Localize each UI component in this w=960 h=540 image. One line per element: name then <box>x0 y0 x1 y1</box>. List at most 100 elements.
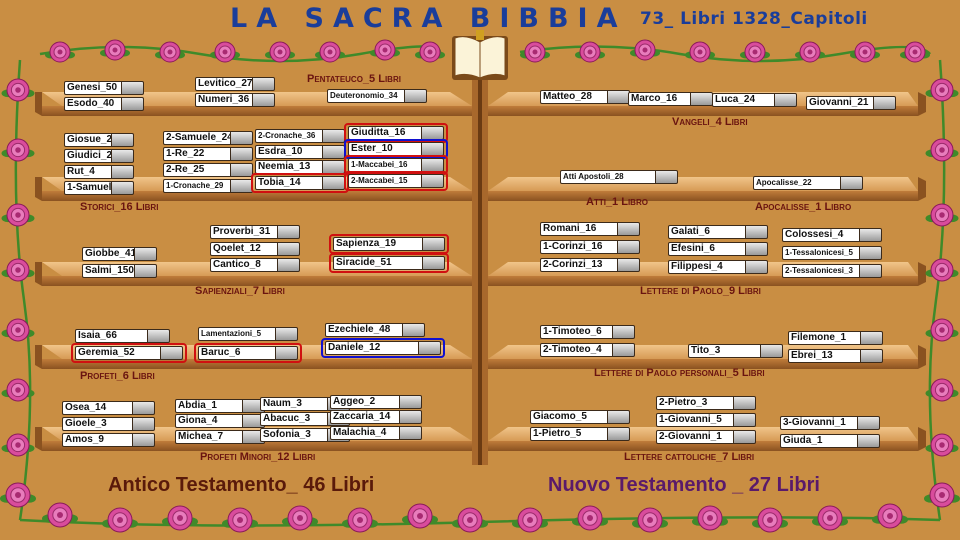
book-pages <box>276 346 298 360</box>
shelf-front <box>488 106 918 116</box>
book-abdia-1: Abdia_1 <box>175 399 265 413</box>
book-esdra-10: Esdra_10 <box>255 145 345 159</box>
book-pages <box>253 93 275 107</box>
book-2-tessalonicesi-3: 2-Tessalonicesi_3 <box>782 264 882 278</box>
book-label: 1-Samuele_31 <box>64 181 112 195</box>
book-pages <box>422 126 444 140</box>
book-pages <box>323 129 345 143</box>
book-label: 1-Giovanni_5 <box>656 413 734 427</box>
book-pages <box>608 427 630 441</box>
book-galati-6: Galati_6 <box>668 225 768 239</box>
book-giovanni-21: Giovanni_21 <box>806 96 896 110</box>
rose-icon <box>925 203 959 227</box>
book-osea-14: Osea_14 <box>62 401 155 415</box>
rose-icon <box>740 41 770 63</box>
book-pages <box>423 237 445 251</box>
book-2-timoteo-4: 2-Timoteo_4 <box>540 343 635 357</box>
shelf-side <box>35 177 42 201</box>
book-amos-9: Amos_9 <box>62 433 155 447</box>
book-pages <box>608 90 630 104</box>
book-pages <box>422 158 444 172</box>
book-numeri-36: Numeri_36 <box>195 93 275 107</box>
shelf-side <box>918 92 926 116</box>
rose-icon <box>925 258 959 282</box>
rose-icon <box>42 502 78 528</box>
category-profeti: Profeti_6 Libri <box>80 370 155 382</box>
rose-icon <box>812 505 848 531</box>
book-pages <box>422 142 444 156</box>
book-giona-4: Giona_4 <box>175 414 265 428</box>
book-label: 2-Corinzi_13 <box>540 258 618 272</box>
book-pages <box>860 264 882 278</box>
book-filemone-1: Filemone_1 <box>788 331 883 345</box>
shelf-front <box>42 106 472 116</box>
rose-icon <box>162 505 198 531</box>
book-label: Giuditta_16 <box>348 126 422 140</box>
book-label: Ebrei_13 <box>788 349 861 363</box>
old-testament-title: Antico Testamento_ 46 Libri <box>108 474 375 496</box>
book-pages <box>858 434 880 448</box>
book-label: Filippesi_4 <box>668 260 746 274</box>
book-levitico-27: Levitico_27 <box>195 77 275 91</box>
category-lettere-cattoliche: Lettere cattoliche_7 Libri <box>624 451 755 463</box>
book-label: 2-Maccabei_15 <box>348 174 422 188</box>
book-label: 1-Timoteo_6 <box>540 325 613 339</box>
book-label: Rut_4 <box>64 165 112 179</box>
book-1-cronache-29: 1-Cronache_29 <box>163 179 253 193</box>
book-isaia-66: Isaia_66 <box>75 329 170 343</box>
shelf-front <box>488 276 918 286</box>
page-title: LA SACRA BIBBIA <box>230 3 627 34</box>
book-pages <box>278 225 300 239</box>
book-giobbe-41: Giobbe_41 <box>82 247 157 261</box>
book-pages <box>112 133 134 147</box>
rose-icon <box>155 41 185 63</box>
rose-icon <box>872 503 908 529</box>
book-michea-7: Michea_7 <box>175 430 265 444</box>
book-sapienza-19: Sapienza_19 <box>329 234 449 254</box>
book-tito-3: Tito_3 <box>688 344 783 358</box>
rose-icon <box>925 78 959 102</box>
book-label: Zaccaria_14 <box>330 410 400 424</box>
book-pages <box>400 395 422 409</box>
book-label: Giobbe_41 <box>82 247 135 261</box>
rose-decorations <box>0 39 960 533</box>
shelf-front <box>488 441 918 451</box>
book-label: 2-Cronache_36 <box>255 129 323 143</box>
book-pages <box>422 174 444 188</box>
book-label: Marco_16 <box>628 92 691 106</box>
book-genesi-50: Genesi_50 <box>64 81 144 95</box>
rose-icon <box>1 318 35 342</box>
book-label: Tito_3 <box>688 344 761 358</box>
book-pages <box>253 77 275 91</box>
book-apocalisse-22: Apocalisse_22 <box>753 176 863 190</box>
book-label: Ester_10 <box>348 142 422 156</box>
book-label: Genesi_50 <box>64 81 122 95</box>
shelf-side <box>35 345 42 369</box>
book-label: Filemone_1 <box>788 331 861 345</box>
book-2-re-25: 2-Re_25 <box>163 163 253 177</box>
book-label: Michea_7 <box>175 430 243 444</box>
book-label: Osea_14 <box>62 401 133 415</box>
book-label: Proverbi_31 <box>210 225 278 239</box>
book-label: Malachia_4 <box>330 426 400 440</box>
book-label: Colossesi_4 <box>782 228 860 242</box>
book-label: Levitico_27 <box>195 77 253 91</box>
book-label: Apocalisse_22 <box>753 176 841 190</box>
category-storici: Storici_16 Libri <box>80 201 159 213</box>
rose-icon <box>210 41 240 63</box>
book-count: 73_ Libri 1328_Capitoli <box>640 9 868 29</box>
book-pages <box>135 264 157 278</box>
book-pages <box>135 247 157 261</box>
shelf-front <box>42 191 472 201</box>
book-pages <box>419 341 441 355</box>
book-pages <box>618 240 640 254</box>
book-pages <box>761 344 783 358</box>
shelf-side <box>35 92 42 116</box>
book-label: Tobia_14 <box>255 176 323 190</box>
rose-icon <box>415 41 445 63</box>
book-tobia-14: Tobia_14 <box>251 173 349 193</box>
book-1-tessalonicesi-5: 1-Tessalonicesi_5 <box>782 246 882 260</box>
shelf-front <box>42 441 472 451</box>
book-efesini-6: Efesini_6 <box>668 242 768 256</box>
